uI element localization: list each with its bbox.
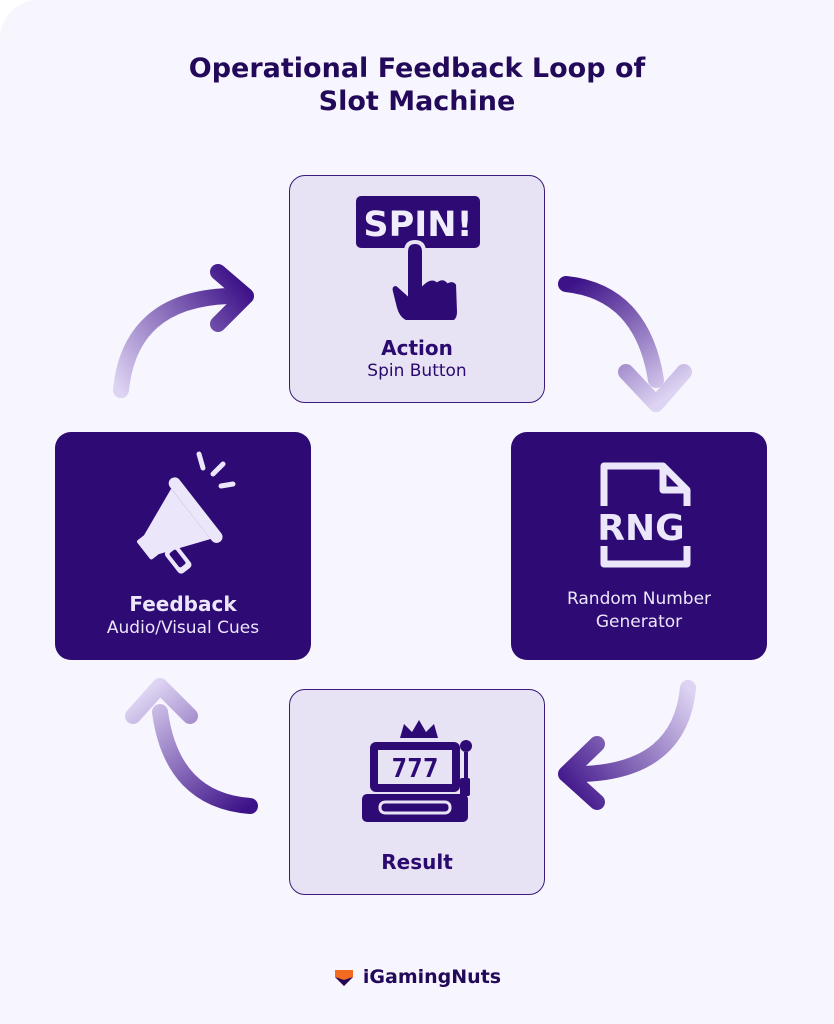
slot-machine-icon: 777 [362,720,472,822]
action-card: SPIN! Action Spin Button [289,175,545,403]
slot-777-label: 777 [392,754,439,784]
spin-label: SPIN! [363,205,472,245]
feedback-card: Feedback Audio/Visual Cues [55,432,311,660]
brand-footer: iGamingNuts [0,966,834,988]
arrow-action-to-rng [558,276,692,412]
feedback-title: Feedback [129,592,237,616]
feedback-subtitle: Audio/Visual Cues [106,618,260,638]
title-line-2: Slot Machine [318,86,516,117]
arrow-result-to-feedback [125,678,258,814]
rng-title-line-1: Random Number [566,589,712,609]
spin-button-hand-icon: SPIN! [356,196,480,320]
rng-document-icon: RNG [579,462,703,568]
arrow-rng-to-result [558,680,696,810]
page-title: Operational Feedback Loop of Slot Machin… [0,52,834,118]
rng-card: RNG Random Number Generator [511,432,767,660]
title-line-1: Operational Feedback Loop of [188,53,646,84]
fox-logo-icon [334,970,353,986]
action-subtitle: Spin Button [367,361,467,381]
result-title: Result [381,850,453,874]
megaphone-icon [137,451,236,574]
brand-name: iGamingNuts [362,966,502,988]
arrow-feedback-to-action [113,264,254,398]
result-card: 777 Result [289,689,545,895]
rng-label: RNG [597,508,684,549]
rng-title-line-2: Generator [595,612,683,632]
action-title: Action [381,336,453,360]
